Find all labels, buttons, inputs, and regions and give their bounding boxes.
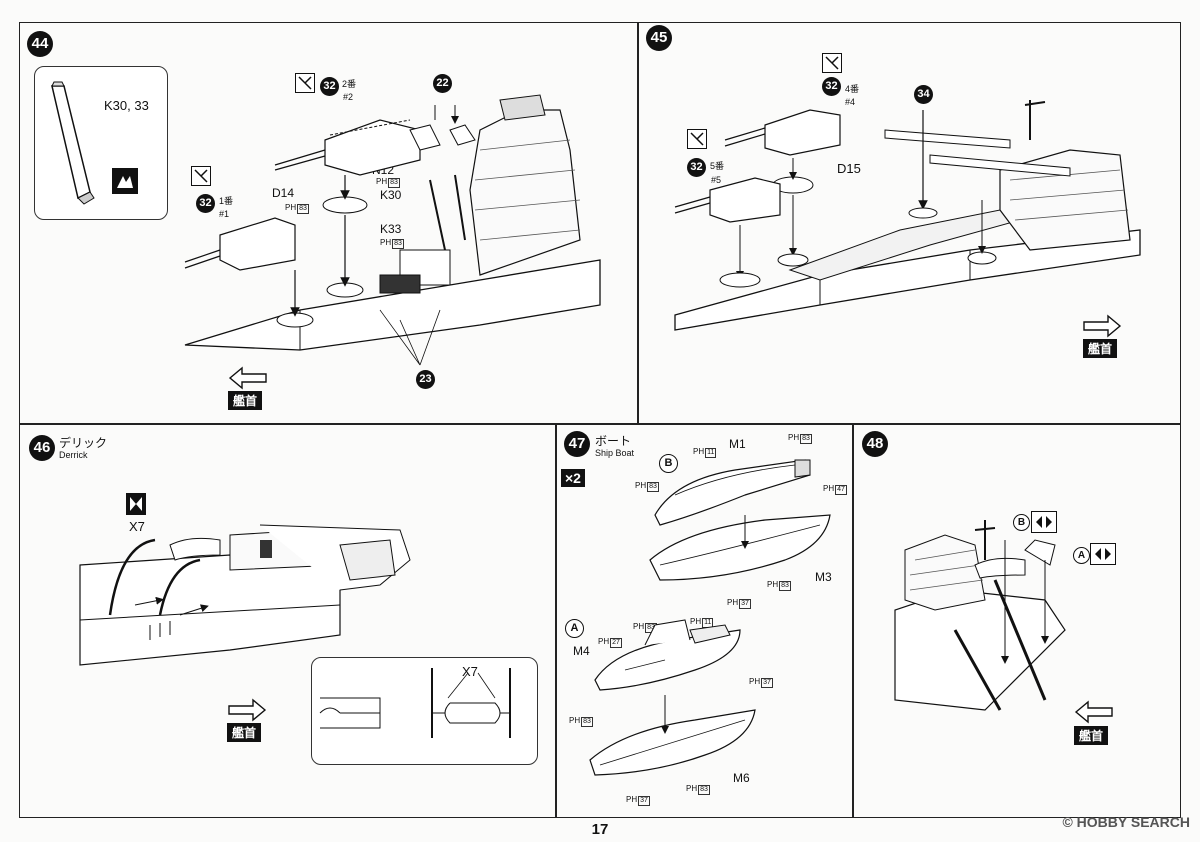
part-d14-label: D14 (272, 186, 295, 200)
part-d15-label: D15 (837, 161, 861, 176)
cutter-tool-icon (191, 166, 211, 186)
part-callout-32: 32 (196, 194, 215, 213)
turret-1-label-en: #1 (219, 209, 230, 219)
step-47-boat-drawings (589, 459, 831, 776)
part-callout-22: 22 (433, 74, 452, 93)
glue-icon (126, 493, 146, 515)
step-45-panel (638, 22, 1181, 424)
step-44-number: 44 (27, 31, 53, 57)
part-x7-label: X7 (129, 519, 145, 534)
turret-1-label-jp: 1番 (219, 196, 234, 206)
turret-4-label-en: #4 (845, 97, 856, 107)
watermark: © HOBBY SEARCH (1062, 814, 1190, 830)
turret-5-label-en: #5 (711, 175, 722, 185)
part-callout-32: 32 (687, 158, 706, 177)
part-k30-label: K30 (380, 188, 402, 202)
step-47-number: 47 (564, 431, 590, 457)
part-callout-32: 32 (822, 77, 841, 96)
step-44-ship-drawing (184, 94, 601, 366)
step-46-number: 46 (29, 435, 55, 461)
boat-a-marker: A (1073, 547, 1090, 564)
bow-label: 艦首 (228, 391, 263, 410)
step-46-panel (19, 424, 556, 818)
part-m6-label: M6 (733, 771, 750, 785)
turret-2-label-en: #2 (343, 92, 354, 102)
bow-arrow-icon (228, 366, 267, 390)
step-44-panel (19, 22, 638, 424)
part-callout-32: 32 (320, 77, 339, 96)
bow-arrow-icon (228, 698, 267, 722)
turret-5-label-jp: 5番 (710, 161, 725, 171)
step-46-title-jp: デリック (59, 436, 108, 450)
boat-b-marker: B (1013, 514, 1030, 531)
step-45-ship-drawing (674, 100, 1141, 331)
step-48-panel (853, 424, 1181, 818)
insert-direction-icon (1090, 543, 1116, 565)
part-m3-label: M3 (815, 570, 832, 584)
bow-label: 艦首 (227, 723, 262, 742)
cutter-tool-icon (295, 73, 315, 93)
boat-a-marker: A (565, 619, 584, 638)
part-k33-label: K33 (380, 222, 402, 236)
bow-arrow-icon (1074, 700, 1113, 724)
insert-direction-icon (1031, 511, 1057, 533)
step-46-ship-drawing (79, 524, 411, 666)
cutter-tool-icon (687, 129, 707, 149)
bow-label: 艦首 (1083, 339, 1118, 358)
derrick-detail-drawing (319, 668, 511, 738)
step-48-ship-drawing (894, 520, 1066, 711)
bow-arrow-icon (1083, 314, 1122, 338)
part-m4-label: M4 (573, 644, 590, 658)
page-number: 17 (591, 821, 609, 838)
multiplier-badge: ×2 (561, 469, 585, 487)
bow-label: 艦首 (1074, 726, 1109, 745)
step-48-number: 48 (862, 431, 888, 457)
step-46-title-en: Derrick (59, 450, 88, 460)
inset-part-label: K30, 33 (104, 98, 149, 113)
part-m1-label: M1 (729, 437, 746, 451)
turret-4-label-jp: 4番 (845, 84, 860, 94)
step-47-panel (556, 424, 853, 818)
boat-b-marker: B (659, 454, 678, 473)
step-44-inset (34, 66, 168, 220)
turret-2-label-jp: 2番 (342, 79, 357, 89)
part-callout-23: 23 (416, 370, 435, 389)
derrick-post-drawing (51, 81, 95, 205)
step-45-number: 45 (646, 25, 672, 51)
step-47-title-jp: ボート (595, 434, 632, 448)
cutter-tool-icon (822, 53, 842, 73)
part-callout-34: 34 (914, 85, 933, 104)
step-47-title-en: Ship Boat (595, 448, 635, 458)
paint-swatch-icon (112, 168, 138, 194)
